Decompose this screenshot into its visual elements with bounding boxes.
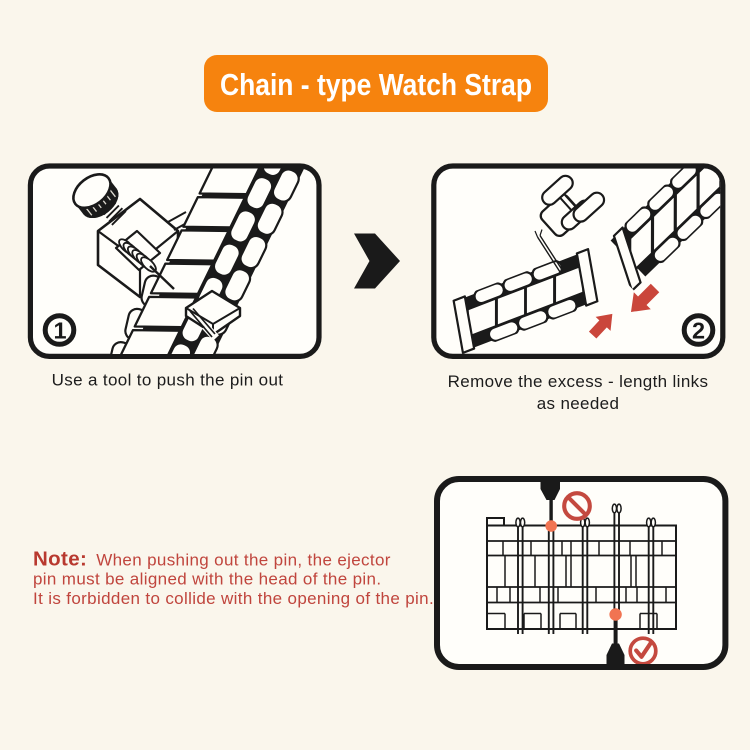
svg-text:It is forbidden to collide wit: It is forbidden to collide with the open… xyxy=(33,589,434,608)
svg-text:1: 1 xyxy=(53,318,66,344)
svg-text:Chain - type Watch Strap: Chain - type Watch Strap xyxy=(220,67,532,102)
svg-text:pin must be aligned with the h: pin must be aligned with the head of the… xyxy=(33,570,381,589)
svg-text:Note: When pushing out the pin: Note: When pushing out the pin, the ejec… xyxy=(33,548,391,571)
svg-text:Remove the excess - length lin: Remove the excess - length links xyxy=(448,372,709,391)
svg-text:as needed: as needed xyxy=(537,394,620,413)
svg-text:Use a tool to push the pin out: Use a tool to push the pin out xyxy=(52,371,284,390)
svg-text:2: 2 xyxy=(692,318,705,344)
